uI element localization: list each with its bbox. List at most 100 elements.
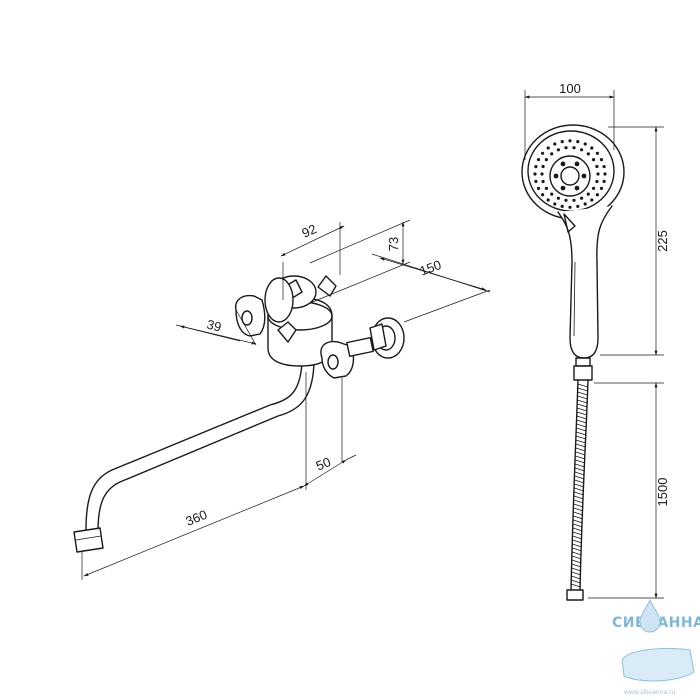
hose-rib: [575, 459, 586, 464]
hose-rib: [572, 531, 583, 536]
nozzle-dot: [544, 186, 549, 190]
hose-rib: [576, 427, 587, 432]
water-drop-icon: [639, 598, 661, 633]
nozzle-dot: [580, 148, 584, 152]
hose-rib: [573, 511, 584, 516]
nozzle-dot: [534, 165, 538, 169]
nozzle-dot: [602, 165, 606, 169]
hose-rib: [576, 407, 588, 412]
hose-rib: [573, 507, 584, 512]
right-handle-cap: [327, 354, 339, 370]
nozzle-dot: [586, 152, 590, 156]
dim-spout-reach: 360: [183, 507, 209, 529]
hose-rib: [572, 551, 582, 556]
nozzle-dot: [553, 202, 557, 206]
dim-head-width: 100: [559, 81, 581, 96]
nozzle-dot: [583, 142, 587, 146]
dim-spout-offset: 50: [314, 454, 333, 473]
hose-texture: [571, 383, 588, 588]
nozzle-dot: [599, 186, 604, 190]
nozzle-dot: [536, 158, 541, 162]
nozzle-dot: [572, 146, 576, 150]
nozzle-dot: [576, 140, 580, 144]
center-nozzle-dot: [581, 173, 587, 179]
nozzle-dot: [590, 146, 594, 150]
hose-rib: [576, 423, 587, 428]
hose-rib: [577, 395, 588, 400]
dim-handle-spacing: 92: [300, 221, 319, 241]
hose-end-nut: [566, 589, 584, 601]
shower-handle: [557, 205, 613, 359]
nozzle-dot: [541, 193, 545, 197]
right-nut: [369, 323, 387, 351]
hose-rib: [574, 479, 585, 484]
hose-rib: [577, 391, 588, 396]
nozzle-dot: [599, 158, 604, 162]
nozzle-dot: [534, 179, 538, 183]
hose-rib: [572, 539, 583, 544]
mixer: [73, 275, 405, 553]
center-nozzle-dot: [574, 185, 580, 191]
nozzle-dot: [576, 204, 580, 208]
hose-rib: [571, 559, 582, 564]
dim-body-height: 73: [386, 237, 401, 251]
left-lever: [277, 321, 297, 343]
hose-rib: [577, 383, 588, 388]
hose-rib: [576, 415, 587, 420]
nozzle-dot: [568, 139, 572, 143]
hose-rib: [575, 463, 585, 468]
hose-rib: [573, 515, 583, 520]
hose-rib: [574, 491, 584, 496]
shower-head-hook: [563, 213, 576, 233]
nozzle-dot: [560, 140, 564, 144]
nozzle-dot: [592, 158, 596, 162]
spout-top-edge: [85, 362, 303, 531]
nozzle-dot: [586, 192, 590, 196]
hose-rib: [573, 519, 583, 524]
dim-depth: 150: [418, 257, 444, 279]
hose-rib: [574, 467, 585, 472]
left-handle: [235, 294, 266, 337]
hose-rib: [572, 535, 583, 540]
hose-rib: [571, 583, 581, 588]
shower-holder-clip: [317, 275, 337, 297]
dim-hose-length: 1500: [655, 478, 670, 507]
nozzle-dot: [592, 186, 596, 190]
nozzle-dot: [541, 179, 545, 184]
hose-rib: [574, 475, 585, 480]
nozzle-dot: [603, 172, 607, 176]
hose-rib: [573, 523, 583, 528]
hose-rib: [575, 439, 586, 444]
hose-rib: [571, 575, 581, 580]
hose-left-edge: [570, 379, 579, 591]
hose-rib: [572, 527, 583, 532]
left-eccentric-nut: [264, 277, 294, 323]
shower-nozzles: [533, 139, 607, 209]
hose-rib: [576, 431, 587, 436]
watermark-url: www.sibvanna.ru: [624, 689, 676, 696]
nozzle-dot: [595, 179, 599, 184]
nozzle-dot: [580, 196, 584, 200]
hand-shower: [521, 124, 625, 601]
nozzle-dot: [595, 193, 600, 197]
nozzle-dot: [556, 196, 561, 200]
bathtub-icon: [621, 647, 695, 682]
nozzle-dot: [550, 152, 554, 156]
hose-rib: [571, 579, 581, 584]
hose-rib: [571, 555, 582, 560]
nozzle-dot: [541, 164, 545, 169]
hose-rib: [576, 411, 587, 416]
nozzle-dot: [595, 164, 599, 169]
shower-head-center-ring: [549, 155, 591, 197]
nozzle-dot: [595, 151, 600, 155]
nozzle-dot: [596, 172, 600, 176]
hose-rib: [572, 547, 582, 552]
nozzle-dot: [590, 198, 594, 202]
hose-rib: [573, 499, 584, 504]
nozzle-dot: [560, 204, 564, 208]
hose-connector-nut: [573, 365, 593, 381]
nozzle-dot: [568, 205, 572, 209]
nozzle-dot: [546, 146, 550, 150]
shower-head-center: [560, 166, 580, 186]
watermark-logo: СИБВАННА www.sibvanna.ru: [612, 598, 700, 696]
